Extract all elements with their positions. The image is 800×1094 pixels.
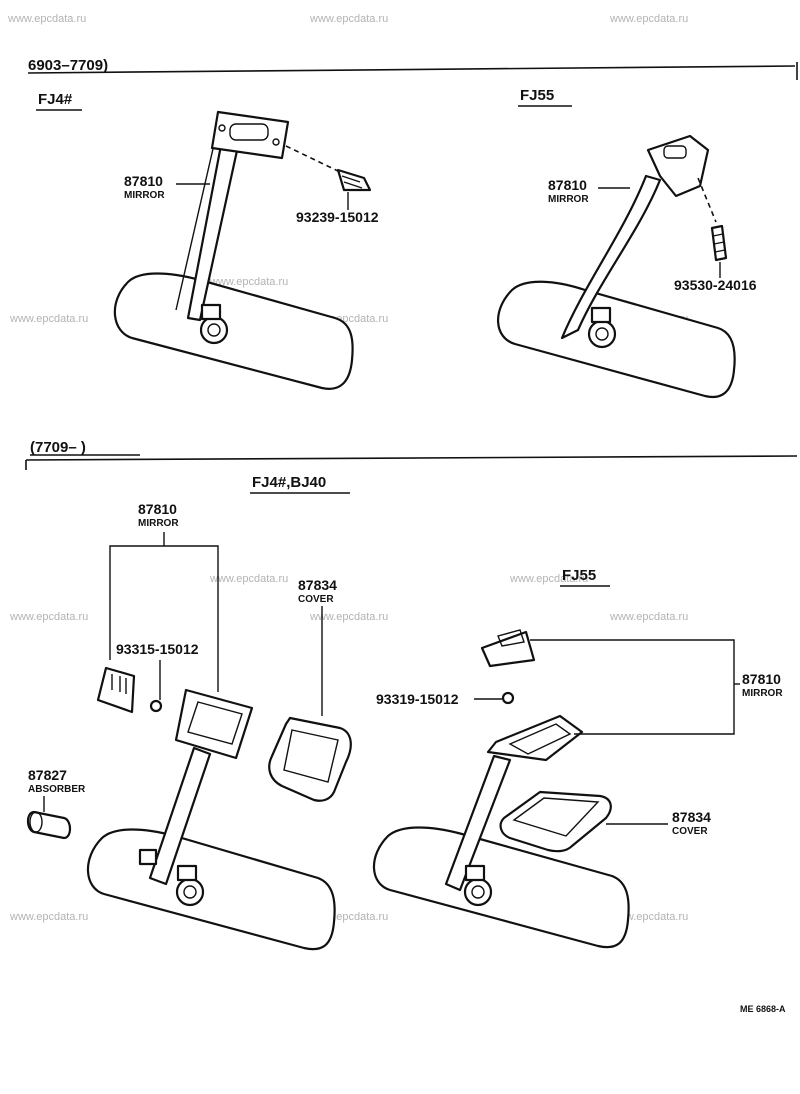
watermark: www.epcdata.ru xyxy=(9,911,88,923)
section-range: (7709– ) xyxy=(30,439,86,456)
mirror-glass xyxy=(497,280,736,399)
watermark: www.epcdata.ru xyxy=(7,13,86,25)
figure-code: ME 6868-A xyxy=(740,1004,786,1014)
pivot-knob xyxy=(199,315,229,345)
section-top-header: 6903–7709) xyxy=(27,57,798,80)
group-top-left: FJ4# 87810 MIRROR 93239-15012 xyxy=(36,91,379,390)
screw xyxy=(501,691,515,705)
mirror-stay xyxy=(148,746,212,886)
watermark: www.epcdata.ru xyxy=(609,611,688,623)
watermarks: www.epcdata.ru www.epcdata.ru www.epcdat… xyxy=(7,13,688,923)
group-heading: FJ4# xyxy=(38,91,73,108)
mirror-stay xyxy=(444,754,512,892)
section-bottom-header: (7709– ) xyxy=(25,439,798,470)
part-number: 87834 xyxy=(672,809,711,825)
mounting-plate xyxy=(486,714,584,762)
mirror-glass xyxy=(113,272,354,390)
mounting-clip xyxy=(480,630,536,668)
part-number: 93239-15012 xyxy=(296,209,379,225)
watermark: www.epcdata.ru xyxy=(509,573,588,585)
mounting-plate xyxy=(174,688,254,760)
pivot-knob xyxy=(587,319,617,349)
mirror-glass xyxy=(372,826,630,949)
watermark: www.epcdata.ru xyxy=(9,313,88,325)
part-number: 93530-24016 xyxy=(674,277,757,293)
watermark: www.epcdata.ru xyxy=(209,573,288,585)
watermark: www.epcdata.ru xyxy=(9,611,88,623)
part-number: 87810 xyxy=(548,177,587,193)
section-range: 6903–7709) xyxy=(28,57,108,74)
absorber xyxy=(26,810,72,840)
screw xyxy=(149,699,163,713)
watermark: www.epcdata.ru xyxy=(309,611,388,623)
part-name: ABSORBER xyxy=(28,784,86,795)
part-name: COVER xyxy=(672,826,708,837)
part-number: 87827 xyxy=(28,767,67,783)
part-number: 93315-15012 xyxy=(116,641,199,657)
group-heading: FJ4#,BJ40 xyxy=(252,474,326,491)
part-number: 87810 xyxy=(742,671,781,687)
part-name: MIRROR xyxy=(138,518,179,529)
mirror-glass xyxy=(86,828,336,951)
cover xyxy=(268,716,352,802)
mounting-plate xyxy=(210,110,290,160)
part-number: 87810 xyxy=(124,173,163,189)
pivot-knob xyxy=(175,877,205,907)
pivot-knob xyxy=(463,877,493,907)
cover xyxy=(499,790,612,853)
watermark: www.epcdata.ru xyxy=(209,276,288,288)
part-name: MIRROR xyxy=(742,688,783,699)
group-heading: FJ55 xyxy=(520,87,554,104)
part-number: 87810 xyxy=(138,501,177,517)
mounting-bracket xyxy=(646,134,710,198)
part-name: MIRROR xyxy=(124,190,165,201)
mirror-stay xyxy=(560,174,662,340)
part-number: 87834 xyxy=(298,577,337,593)
watermark: www.epcdata.ru xyxy=(609,13,688,25)
watermark: www.epcdata.ru xyxy=(309,13,388,25)
part-name: MIRROR xyxy=(548,194,589,205)
group-bottom-left: FJ4#,BJ40 87810 MIRROR 93315-15012 87834… xyxy=(26,474,352,951)
group-heading: FJ55 xyxy=(562,567,596,584)
part-number: 93319-15012 xyxy=(376,691,459,707)
part-name: COVER xyxy=(298,594,334,605)
mounting-clip xyxy=(96,666,136,714)
group-bottom-right: FJ55 87810 MIRROR 93319-15012 87834 COVE… xyxy=(372,567,783,949)
group-top-right: FJ55 87810 MIRROR 93530-24016 xyxy=(497,87,757,399)
